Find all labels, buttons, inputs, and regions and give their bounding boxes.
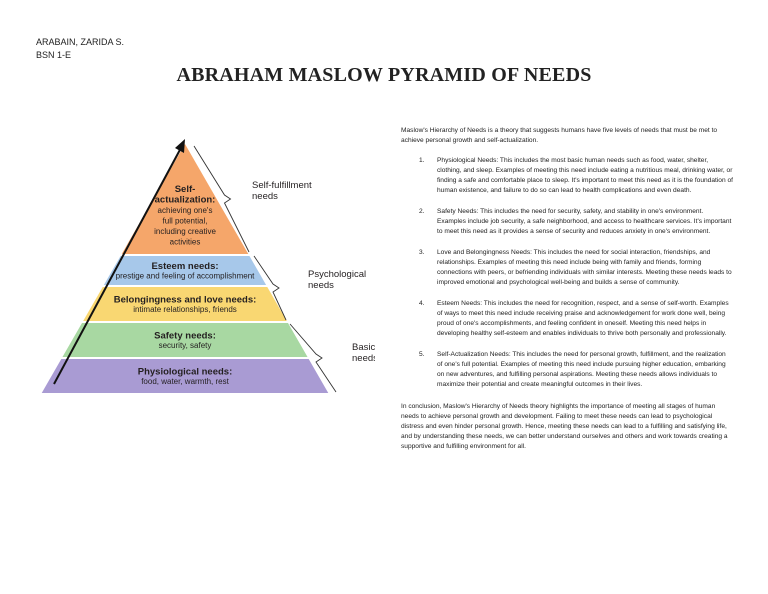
- bracket-label: Basic: [352, 342, 375, 353]
- level-title: Physiological needs:: [138, 366, 233, 377]
- level-description: achieving one's: [158, 206, 213, 215]
- growth-arrow: [53, 145, 183, 385]
- author-block: ARABAIN, ZARIDA S. BSN 1-E: [36, 36, 124, 62]
- item-number: 5.: [419, 351, 425, 358]
- bracket-line: [289, 323, 337, 393]
- pyramid-level-physiological: [38, 357, 332, 395]
- item-number: 4.: [419, 300, 425, 307]
- level-description: food, water, warmth, rest: [141, 377, 229, 386]
- list-item: 1. Physiological Needs: This includes the…: [401, 156, 733, 196]
- list-item: 4. Esteem Needs: This includes the need f…: [401, 299, 733, 339]
- intro-paragraph: Maslow's Hierarchy of Needs is a theory …: [401, 127, 718, 144]
- maslow-pyramid: Self-actualization:achieving one's full p…: [38, 139, 375, 395]
- conclusion-paragraph: In conclusion, Maslow's Hierarchy of Nee…: [401, 403, 728, 450]
- bracket-label: Psychological: [308, 269, 366, 280]
- level-title: Safety needs:: [154, 330, 216, 341]
- level-description: full potential,: [163, 217, 208, 226]
- level-description: including creative: [154, 227, 216, 236]
- item-number: 2.: [419, 208, 425, 215]
- level-description: prestige and feeling of accomplishment: [116, 271, 256, 280]
- list-item: 5. Self-Actualization Needs: This include…: [401, 350, 733, 390]
- level-description: security, safety: [159, 341, 212, 350]
- bracket-line: [193, 145, 250, 253]
- needs-list: 1. Physiological Needs: This includes the…: [401, 156, 733, 390]
- item-text: Self-Actualization Needs: This includes …: [437, 351, 726, 388]
- bracket-label: needs: [308, 280, 334, 291]
- item-text: Safety Needs: This includes the need for…: [437, 208, 732, 235]
- course-label: BSN 1-E: [36, 50, 72, 60]
- bracket-label: Self-fulfillment: [252, 180, 312, 191]
- level-title: actualization:: [155, 195, 216, 206]
- bracket-line: [253, 255, 287, 321]
- essay-text: Maslow's Hierarchy of Needs is a theory …: [401, 126, 733, 452]
- item-text: Physiological Needs: This includes the m…: [437, 157, 733, 194]
- bracket-label: needs: [352, 353, 375, 364]
- item-text: Esteem Needs: This includes the need for…: [437, 300, 729, 337]
- item-text: Love and Belongingness Needs: This inclu…: [437, 249, 732, 286]
- list-item: 2. Safety Needs: This includes the need f…: [401, 207, 733, 237]
- item-number: 1.: [419, 157, 425, 164]
- item-number: 3.: [419, 249, 425, 256]
- page-title: ABRAHAM MASLOW PYRAMID OF NEEDS: [176, 64, 592, 86]
- level-title: Esteem needs:: [151, 261, 218, 272]
- level-description: intimate relationships, friends: [133, 305, 237, 314]
- bracket-label: needs: [252, 191, 278, 202]
- list-item: 3. Love and Belongingness Needs: This inc…: [401, 248, 733, 288]
- level-description: activities: [170, 238, 201, 247]
- arrow-head-icon: [175, 139, 185, 153]
- level-title: Belongingness and love needs:: [114, 294, 257, 305]
- level-title: Self-: [175, 184, 196, 195]
- author-name: ARABAIN, ZARIDA S.: [36, 37, 125, 47]
